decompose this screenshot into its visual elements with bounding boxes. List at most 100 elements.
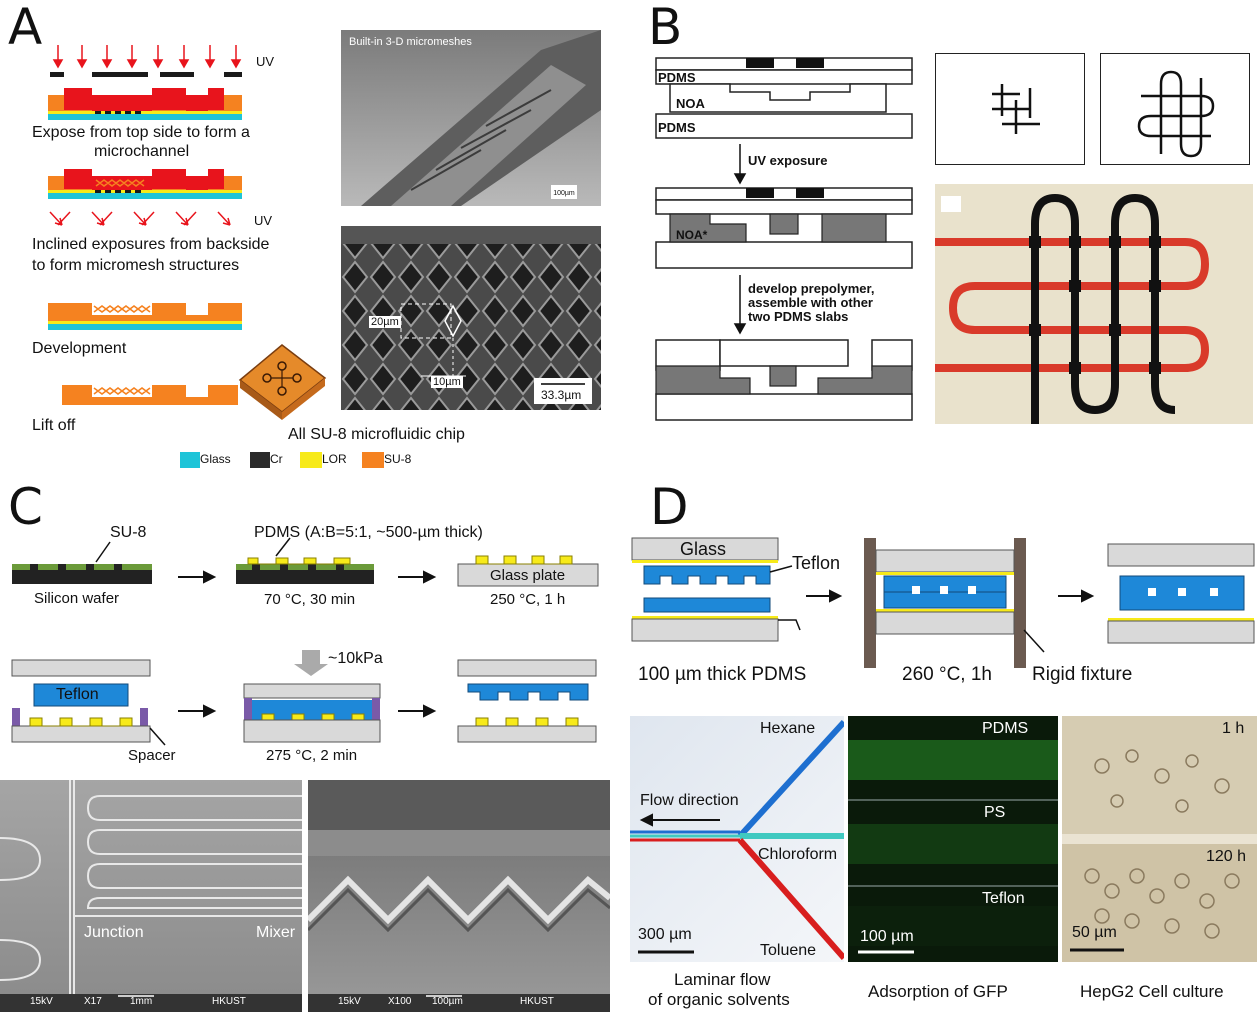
b-design-woven [1100, 53, 1250, 165]
legend-item-su8: SU-8 [362, 450, 411, 468]
d-cell-t2: 120 h [1206, 848, 1247, 865]
panel-c: C SU-8 [0, 480, 620, 1014]
d-chloroform: Chloroform [758, 846, 838, 863]
d-teflon: Teflon [792, 553, 841, 573]
b-label-pdms-bottom: PDMS [658, 120, 696, 135]
b-label-pdms-top: PDMS [658, 70, 696, 85]
legend-item-lor: LOR [300, 450, 347, 468]
d-rigid: Rigid fixture [1032, 664, 1133, 685]
c-su8-label: SU-8 [110, 524, 147, 541]
step4-label: Lift off [32, 417, 76, 434]
d-gfp-pdms: PDMS [982, 720, 1029, 737]
panel-a-letter: A [8, 0, 43, 56]
d-flow-direction: Flow direction [640, 792, 739, 809]
sem-top-title: Built-in 3-D micromeshes [349, 36, 472, 48]
c-sem-right-mag: X100 [388, 996, 412, 1007]
legend-label-glass: Glass [200, 452, 231, 466]
panel-d-process-diagram [631, 537, 1255, 668]
panel-a: A [0, 0, 620, 480]
legend-item-glass: Glass [180, 450, 231, 468]
step2-line2: to form micromesh structures [32, 257, 240, 274]
legend-swatch-glass [180, 452, 200, 468]
chip-caption: All SU-8 microfluidic chip [288, 426, 465, 443]
c-sem-junction: Junction [84, 924, 144, 941]
legend-swatch-cr [250, 452, 270, 468]
c-sem-right-scale: 100µm [432, 996, 463, 1007]
panel-b: B [630, 0, 1257, 480]
sem-micromesh-photo: Built-in 3-D micromeshes 100µm [341, 30, 601, 206]
woven-channel-icon [1137, 70, 1215, 158]
uv-label-mid: UV [254, 213, 273, 228]
d-gfp-adsorption-photo: PDMS PS Teflon 100 µm [848, 716, 1058, 962]
c-sem-right-brand: HKUST [520, 996, 554, 1007]
b-label-noa-star: NOA* [676, 228, 708, 242]
uv-label-top: UV [256, 54, 275, 69]
d-toluene: Toluene [760, 942, 817, 959]
c-cond3: 275 °C, 2 min [266, 747, 358, 764]
c-glass-plate: Glass plate [490, 567, 566, 584]
b-label-develop-3: two PDMS slabs [748, 309, 849, 324]
d-cond: 260 °C, 1h [902, 664, 992, 685]
d-gfp-scale: 100 µm [860, 928, 914, 945]
b-label-uv: UV exposure [748, 153, 828, 168]
b-label-develop-2: assemble with other [748, 295, 873, 310]
sem-bottom-scale: 33.3µm [541, 388, 582, 402]
su8-chip-icon [238, 344, 327, 420]
d-cell-scale: 50 µm [1072, 924, 1117, 941]
d-hepg2-culture-photo: 1 h 120 h 50 µm [1062, 716, 1257, 962]
d-cell-caption: HepG2 Cell culture [1080, 982, 1224, 1001]
panel-a-process-diagram [48, 45, 327, 420]
c-sem-left-scale: 1mm [130, 996, 153, 1007]
b-woven-channel-photo [935, 184, 1253, 424]
b-label-develop-1: develop prepolymer, [748, 281, 875, 296]
step1-line2: microchannel [94, 143, 190, 160]
d-flow-caption-1: Laminar flow [674, 970, 771, 989]
c-teflon: Teflon [56, 686, 99, 703]
d-gfp-ps: PS [984, 804, 1006, 821]
legend-label-su8: SU-8 [384, 452, 412, 466]
c-silicon-label: Silicon wafer [34, 590, 120, 607]
c-sem-zigzag-photo: 15kV X100 100µm HKUST [308, 780, 610, 1012]
weave-pattern-icon [992, 84, 1040, 134]
c-sem-mixer: Mixer [256, 924, 296, 941]
c-sem-right-kv: 15kV [338, 996, 361, 1007]
sem-mesh-closeup-photo: 20µm 10µm 33.3µm [341, 226, 601, 410]
d-gfp-caption: Adsorption of GFP [868, 982, 1008, 1001]
step3-label: Development [32, 340, 127, 357]
d-gfp-teflon: Teflon [982, 890, 1025, 907]
sem-top-scale: 100µm [553, 190, 575, 197]
sem-dim-height: 20µm [369, 316, 401, 328]
legend-label-cr: Cr [270, 452, 283, 466]
c-sem-left-brand: HKUST [212, 996, 246, 1007]
material-legend: Glass Cr LOR SU-8 [180, 450, 440, 470]
d-cell-t1: 1 h [1222, 720, 1245, 737]
d-laminar-flow-photo: Hexane Flow direction Chloroform Toluene… [630, 716, 844, 962]
c-sem-left-kv: 15kV [30, 996, 53, 1007]
c-sem-left-mag: X17 [84, 996, 102, 1007]
c-pressure: ~10kPa [328, 650, 383, 667]
panel-b-process-diagram [655, 57, 913, 421]
panel-d-letter: D [650, 478, 689, 536]
d-flow-scale: 300 µm [638, 926, 692, 943]
legend-swatch-lor [300, 452, 322, 468]
panel-c-process-diagram [11, 537, 599, 746]
b-design-simple [935, 53, 1085, 165]
c-sem-junction-mixer-photo: Junction Mixer 15kV X17 1mm HKUST [0, 780, 302, 1012]
d-flow-caption-2: of organic solvents [648, 990, 790, 1009]
d-pdms-thick: 100 µm thick PDMS [638, 664, 807, 685]
step2-line1: Inclined exposures from backside [32, 236, 270, 253]
d-hexane: Hexane [760, 720, 816, 737]
c-pdms-label: PDMS (A:B=5:1, ~500-µm thick) [254, 524, 483, 541]
legend-item-cr: Cr [250, 450, 283, 468]
panel-d: D Glass Teflon 100 µm thick PDMS 2 [620, 480, 1257, 1014]
panel-b-letter: B [648, 0, 683, 56]
panel-c-letter: C [8, 478, 43, 536]
c-cond2: 250 °C, 1 h [490, 591, 566, 608]
legend-label-lor: LOR [322, 452, 347, 466]
legend-swatch-su8 [362, 452, 384, 468]
c-cond1: 70 °C, 30 min [264, 591, 356, 608]
b-label-noa: NOA [676, 96, 705, 111]
c-spacer: Spacer [128, 747, 176, 764]
step1-line1: Expose from top side to form a [32, 124, 250, 141]
sem-dim-width: 10µm [431, 376, 463, 388]
